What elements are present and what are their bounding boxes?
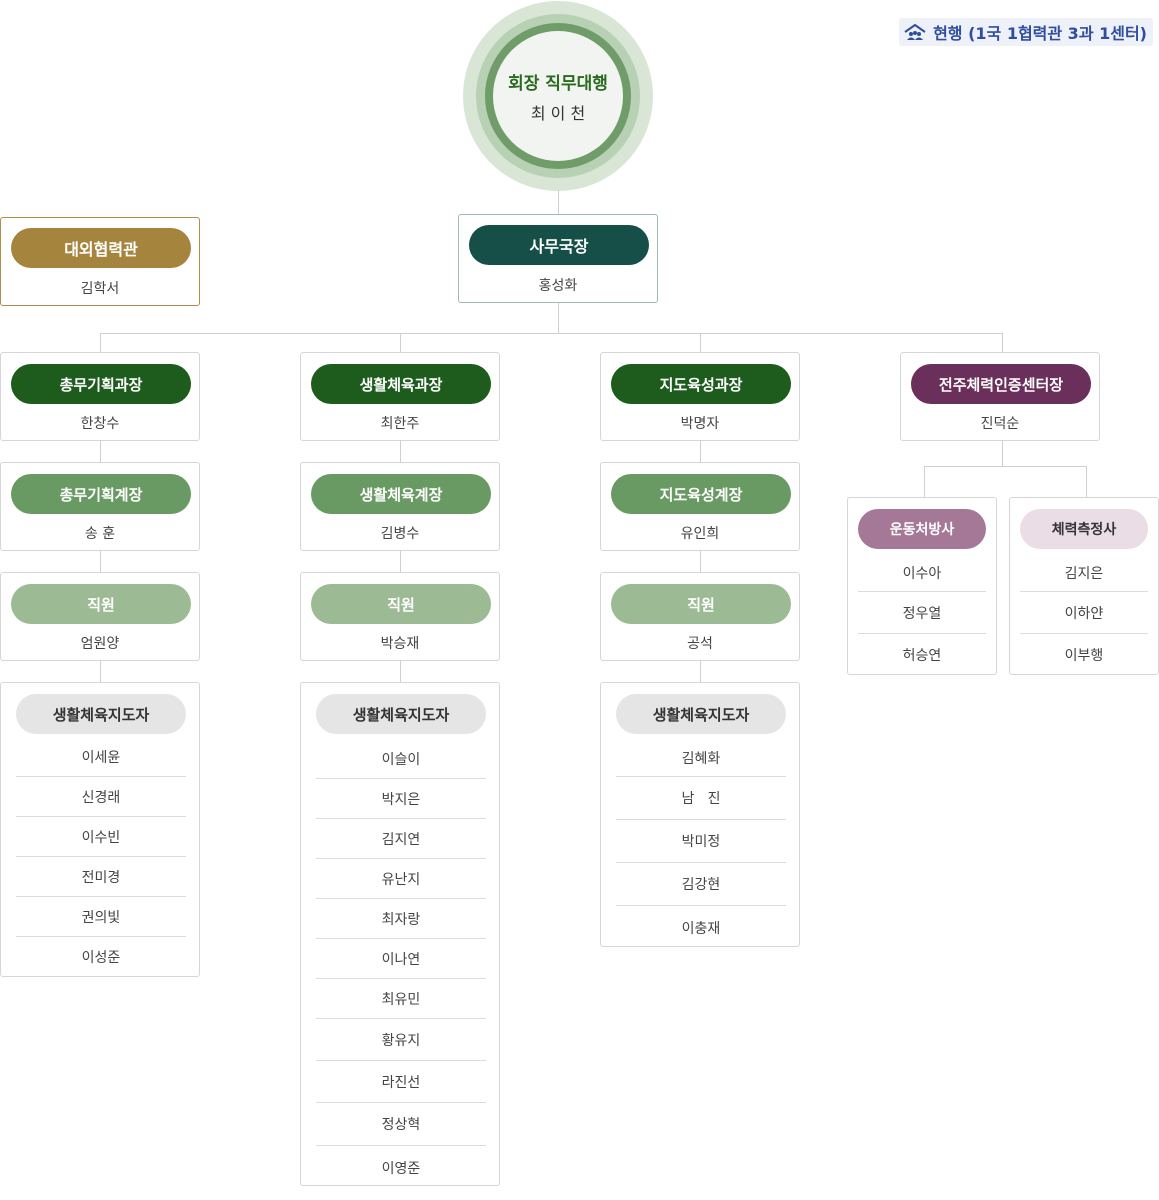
list-item: 이나연 (316, 939, 486, 979)
team-name-2: 김병수 (380, 526, 420, 542)
list-item: 이충재 (681, 920, 721, 937)
list-item: 김강현 (616, 863, 786, 906)
list-item: 유난지 (316, 859, 486, 899)
list-item: 라진선 (316, 1061, 486, 1103)
list-item: 김혜화 (616, 739, 786, 777)
team-title-1: 총무기획계장 (11, 474, 191, 514)
center-director-box: 전주체력인증센터장 진덕순 (900, 352, 1100, 441)
list-item: 박미정 (616, 820, 786, 863)
list-item: 이수아 (858, 554, 986, 592)
list-item: 허승연 (902, 648, 942, 664)
list-item: 김지연 (316, 819, 486, 859)
chief-title-3: 지도육성과장 (611, 364, 791, 404)
staff-box-1: 직원 엄원양 (0, 572, 200, 661)
list-item: 이슬이 (316, 739, 486, 779)
team-title-2: 생활체육계장 (311, 474, 491, 514)
list-item: 황유지 (316, 1019, 486, 1061)
badge-label: 현행 (1국 1협력관 3과 1센터) (933, 24, 1147, 43)
list-item: 김지은 (1020, 554, 1148, 592)
chief-name-2: 최한주 (380, 416, 420, 432)
staff-box-2: 직원 박승재 (300, 572, 500, 661)
list-item: 이수빈 (16, 817, 186, 857)
fitness-tester-box: 체력측정사 김지은 이하얀 이부행 (1009, 497, 1159, 675)
secretary-general-title: 사무국장 (469, 225, 649, 265)
instructor-list-2: 이슬이 박지은 김지연 유난지 최자랑 이나연 최유민 황유지 라진선 정상혁 … (316, 739, 486, 1189)
list-item: 박지은 (316, 779, 486, 819)
instructor-title-1: 생활체육지도자 (16, 694, 186, 734)
fitness-tester-title: 체력측정사 (1020, 509, 1148, 549)
list-item: 정우열 (858, 592, 986, 634)
list-item: 권의빛 (16, 897, 186, 937)
external-relations-title: 대외협력관 (11, 228, 191, 268)
staff-name-1: 엄원양 (80, 636, 120, 652)
list-item: 최자랑 (316, 899, 486, 939)
list-item: 이하얀 (1020, 592, 1148, 634)
home-group-icon (904, 23, 926, 40)
chairman-title: 회장 직무대행 (508, 73, 608, 94)
external-relations-box: 대외협력관 김학서 (0, 217, 200, 306)
team-name-3: 유인희 (680, 526, 720, 542)
staff-title-3: 직원 (611, 584, 791, 624)
chief-title-2: 생활체육과장 (311, 364, 491, 404)
secretary-general-name: 홍성화 (538, 278, 578, 294)
team-title-3: 지도육성계장 (611, 474, 791, 514)
fitness-tester-list: 김지은 이하얀 이부행 (1020, 554, 1148, 676)
list-item: 남 진 (616, 777, 786, 820)
exercise-prescriber-title: 운동처방사 (858, 509, 986, 549)
instructor-title-3: 생활체육지도자 (616, 694, 786, 734)
instructor-list-1: 이세윤 신경래 이수빈 전미경 권의빛 이성준 (16, 737, 186, 977)
instructor-title-2: 생활체육지도자 (316, 694, 486, 734)
instructor-box-3: 생활체육지도자 김혜화 남 진 박미정 김강현 이충재 (600, 682, 800, 947)
chief-box-2: 생활체육과장 최한주 (300, 352, 500, 441)
exercise-prescriber-list: 이수아 정우열 허승연 (858, 554, 986, 676)
instructor-list-3: 김혜화 남 진 박미정 김강현 이충재 (616, 739, 786, 949)
chief-box-3: 지도육성과장 박명자 (600, 352, 800, 441)
exercise-prescriber-box: 운동처방사 이수아 정우열 허승연 (847, 497, 997, 675)
list-item: 정상혁 (316, 1103, 486, 1146)
list-item: 이성준 (81, 950, 121, 966)
external-relations-name: 김학서 (80, 281, 120, 297)
list-item: 이부행 (1064, 648, 1104, 664)
chairman-name: 최 이 천 (530, 103, 586, 123)
org-status-badge: 현행 (1국 1협력관 3과 1센터) (899, 18, 1153, 46)
list-item: 이영준 (381, 1160, 421, 1177)
chief-box-1: 총무기획과장 한창수 (0, 352, 200, 441)
team-box-2: 생활체육계장 김병수 (300, 462, 500, 551)
list-item: 이세윤 (16, 737, 186, 777)
instructor-box-1: 생활체육지도자 이세윤 신경래 이수빈 전미경 권의빛 이성준 (0, 682, 200, 977)
list-item: 최유민 (316, 979, 486, 1019)
chief-name-3: 박명자 (680, 416, 720, 432)
staff-box-3: 직원 공석 (600, 572, 800, 661)
chief-title-1: 총무기획과장 (11, 364, 191, 404)
center-director-title: 전주체력인증센터장 (911, 364, 1091, 404)
chairman-node: 회장 직무대행 최 이 천 (463, 1, 653, 191)
chief-name-1: 한창수 (80, 416, 120, 432)
instructor-box-2: 생활체육지도자 이슬이 박지은 김지연 유난지 최자랑 이나연 최유민 황유지 … (300, 682, 500, 1186)
team-box-1: 총무기획계장 송 훈 (0, 462, 200, 551)
center-director-name: 진덕순 (980, 416, 1020, 432)
staff-name-3: 공석 (687, 636, 713, 652)
list-item: 신경래 (16, 777, 186, 817)
staff-title-1: 직원 (11, 584, 191, 624)
staff-title-2: 직원 (311, 584, 491, 624)
secretary-general-box: 사무국장 홍성화 (458, 214, 658, 303)
team-box-3: 지도육성계장 유인희 (600, 462, 800, 551)
team-name-1: 송 훈 (84, 526, 116, 542)
staff-name-2: 박승재 (380, 636, 420, 652)
list-item: 전미경 (16, 857, 186, 897)
